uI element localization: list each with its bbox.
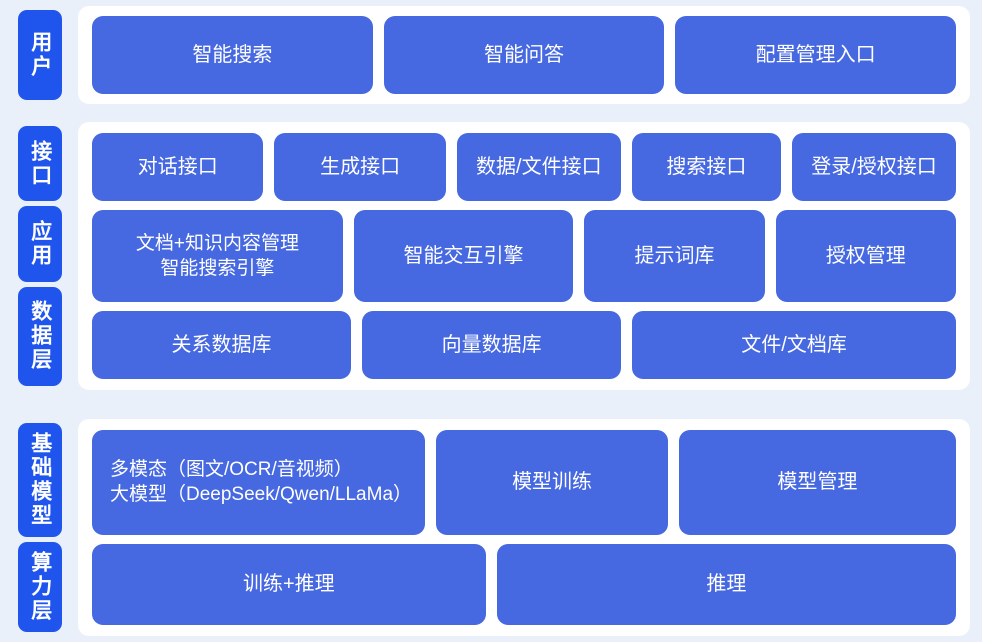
node-smart-search[interactable]: 智能搜索	[92, 16, 373, 94]
node-doc-knowledge-management[interactable]: 文档+知识内容管理 智能搜索引擎	[92, 210, 343, 302]
row-foundation-model: 多模态（图文/OCR/音视频） 大模型（DeepSeek/Qwen/LLaMa）…	[92, 430, 956, 535]
section-bottom-labels: 基础模型 算力层	[0, 419, 78, 636]
node-training-inference[interactable]: 训练+推理	[92, 543, 486, 626]
node-inference[interactable]: 推理	[496, 543, 956, 626]
layer-label-user[interactable]: 用户	[18, 10, 62, 100]
section-middle-panel: 对话接口 生成接口 数据/文件接口 搜索接口 登录/授权接口 文档+知识内容管理…	[78, 122, 970, 390]
node-multimodal-large-model[interactable]: 多模态（图文/OCR/音视频） 大模型（DeepSeek/Qwen/LLaMa）	[92, 430, 426, 535]
section-middle-labels: 接口 应用 数据层	[0, 122, 78, 390]
layer-label-compute[interactable]: 算力层	[18, 542, 62, 632]
layer-label-foundation-model[interactable]: 基础模型	[18, 423, 62, 537]
node-data-file-api[interactable]: 数据/文件接口	[456, 133, 621, 202]
node-vector-database[interactable]: 向量数据库	[362, 310, 622, 379]
layer-label-data[interactable]: 数据层	[18, 286, 62, 386]
node-config-management-entry[interactable]: 配置管理入口	[675, 16, 957, 94]
node-login-auth-api[interactable]: 登录/授权接口	[792, 133, 957, 202]
row-interface: 对话接口 生成接口 数据/文件接口 搜索接口 登录/授权接口	[92, 133, 957, 202]
node-smart-qa[interactable]: 智能问答	[383, 16, 665, 94]
node-generation-api[interactable]: 生成接口	[274, 133, 446, 202]
row-data: 关系数据库 向量数据库 文件/文档库	[92, 310, 956, 379]
node-authorization-management[interactable]: 授权管理	[775, 210, 956, 302]
row-user-entry: 智能搜索 智能问答 配置管理入口	[92, 16, 957, 94]
node-prompt-library[interactable]: 提示词库	[584, 210, 765, 302]
layer-label-interface[interactable]: 接口	[18, 126, 62, 202]
node-model-management[interactable]: 模型管理	[678, 430, 956, 535]
node-relational-database[interactable]: 关系数据库	[92, 310, 352, 379]
section-user-panel: 智能搜索 智能问答 配置管理入口	[78, 6, 970, 104]
row-compute: 训练+推理 推理	[92, 543, 956, 626]
node-file-document-store[interactable]: 文件/文档库	[632, 310, 956, 379]
layer-label-application[interactable]: 应用	[18, 206, 62, 282]
section-bottom-panel: 多模态（图文/OCR/音视频） 大模型（DeepSeek/Qwen/LLaMa）…	[78, 419, 970, 636]
row-application: 文档+知识内容管理 智能搜索引擎 智能交互引擎 提示词库 授权管理	[92, 210, 956, 302]
section-middle: 接口 应用 数据层 对话接口 生成接口 数据/文件接口 搜索接口 登录/授权接口…	[0, 122, 982, 390]
section-user-labels: 用户	[0, 6, 78, 104]
section-user: 用户 智能搜索 智能问答 配置管理入口	[0, 6, 982, 104]
node-search-api[interactable]: 搜索接口	[631, 133, 782, 202]
section-bottom: 基础模型 算力层 多模态（图文/OCR/音视频） 大模型（DeepSeek/Qw…	[0, 419, 982, 636]
node-model-training[interactable]: 模型训练	[436, 430, 668, 535]
node-interaction-engine[interactable]: 智能交互引擎	[353, 210, 574, 302]
node-dialog-api[interactable]: 对话接口	[92, 133, 264, 202]
